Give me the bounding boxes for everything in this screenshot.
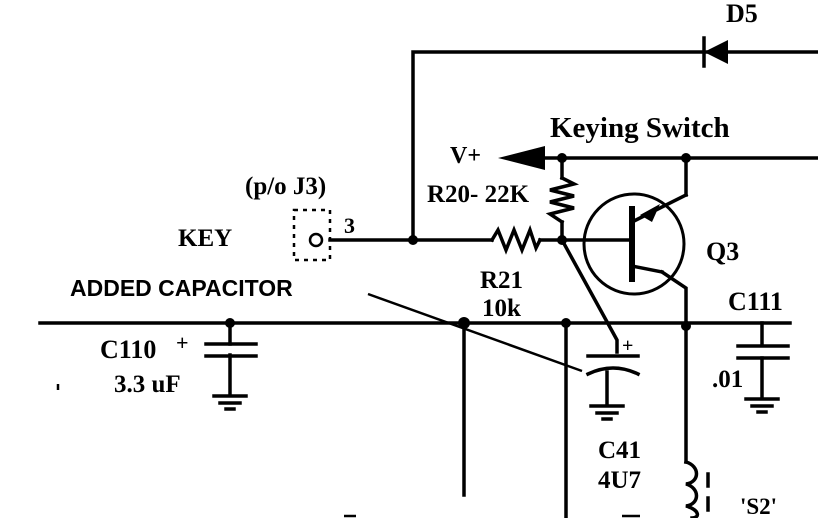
resistor-r21 bbox=[489, 224, 543, 255]
junction-emitter bbox=[681, 321, 691, 331]
label-c41-value: 4U7 bbox=[598, 467, 641, 494]
label-c110: C110 bbox=[100, 335, 156, 364]
label-keying-switch: Keying Switch bbox=[550, 112, 730, 144]
label-q3: Q3 bbox=[706, 237, 739, 266]
junction-c110 bbox=[225, 318, 235, 328]
label-pin3: 3 bbox=[344, 213, 355, 238]
coil-s2 bbox=[683, 459, 710, 518]
junction-bus-2 bbox=[561, 318, 571, 328]
label-c110-value: 3.3 uF bbox=[114, 371, 181, 398]
label-d5: D5 bbox=[726, 0, 758, 28]
junction-vplus bbox=[557, 153, 567, 163]
label-added-capacitor: ADDED CAPACITOR bbox=[70, 275, 293, 301]
label-po-j3: (p/o J3) bbox=[245, 173, 326, 200]
capacitor-c41 bbox=[585, 354, 641, 377]
label-c41-plus: + bbox=[622, 335, 633, 357]
wire-emitter bbox=[659, 269, 688, 328]
label-r20: R20- 22K bbox=[427, 181, 530, 208]
transistor-q3 bbox=[582, 192, 689, 296]
label-s2: 'S2' bbox=[740, 494, 777, 518]
ground-c110 bbox=[212, 394, 248, 411]
junction-collector bbox=[681, 153, 691, 163]
vplus-arrow bbox=[498, 146, 545, 170]
capacitor-c111 bbox=[736, 344, 790, 360]
junction-base bbox=[557, 235, 567, 245]
added-capacitor-pointer bbox=[367, 292, 583, 373]
label-c111: C111 bbox=[728, 287, 783, 316]
label-r21: R21 bbox=[480, 267, 523, 294]
wire-top-d5 bbox=[411, 50, 818, 242]
label-c41: C41 bbox=[598, 437, 641, 464]
label-c111-value: .01 bbox=[712, 366, 743, 393]
ground-c111 bbox=[744, 397, 780, 414]
resistor-r20 bbox=[545, 175, 580, 225]
junction-bus-1 bbox=[458, 317, 470, 329]
capacitor-c110 bbox=[204, 342, 258, 358]
ground-c41 bbox=[589, 404, 625, 421]
junction-key bbox=[408, 235, 418, 245]
label-c110-plus: + bbox=[176, 330, 189, 355]
label-vplus: V+ bbox=[450, 143, 481, 169]
diode-d5 bbox=[702, 36, 728, 68]
junctions bbox=[225, 153, 691, 331]
label-key: KEY bbox=[178, 225, 232, 252]
connector-j3 bbox=[292, 208, 332, 262]
wire-base-c41 bbox=[559, 237, 619, 354]
label-r21-value: 10k bbox=[482, 295, 521, 322]
